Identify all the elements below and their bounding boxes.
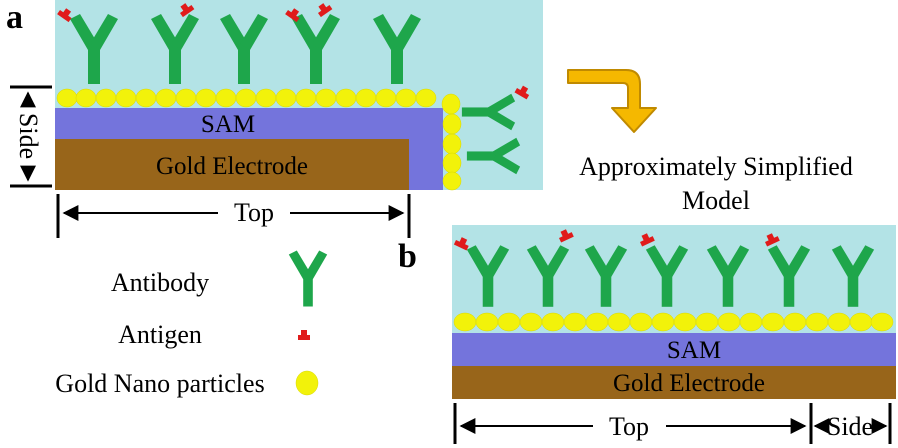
caption-line-1: Approximately Simplified	[579, 152, 853, 181]
gold-electrode-b	[452, 366, 896, 399]
antigens-b	[453, 229, 780, 251]
legend: Antibody Antigen Gold Nano particles	[55, 250, 328, 398]
sam-label-b: SAM	[667, 337, 721, 364]
legend-antibody-icon	[288, 250, 328, 307]
sam-label-a: SAM	[201, 111, 255, 138]
caption-line-2: Model	[682, 186, 750, 215]
side-label-b: Side	[827, 412, 873, 441]
gold-electrode-a	[55, 139, 409, 190]
panel-a: a SAM Gold Electrode Top Side	[6, 0, 543, 238]
legend-antigen-label: Antigen	[118, 320, 202, 349]
panel-b: b SAM Gold Electrode Top Side	[398, 225, 896, 444]
panel-letter-a: a	[6, 0, 23, 36]
legend-antigen-icon	[298, 330, 310, 340]
antigens-a	[57, 3, 530, 100]
legend-nanoparticle-label: Gold Nano particles	[55, 369, 264, 398]
simplification-arrow	[567, 69, 657, 133]
electrode-label-a: Gold Electrode	[156, 153, 308, 180]
nanoparticles-b	[453, 312, 894, 332]
dimensions-b	[453, 403, 892, 444]
top-label-a: Top	[234, 198, 274, 227]
side-label-a: Side	[14, 113, 43, 159]
top-label-b: Top	[609, 412, 649, 441]
electrode-label-b: Gold Electrode	[613, 370, 765, 397]
legend-nanoparticle-icon	[295, 370, 319, 396]
nanoparticles-a	[56, 88, 462, 191]
side-dimension-a	[10, 85, 52, 188]
sam-layer-b	[452, 333, 896, 366]
legend-antibody-label: Antibody	[111, 268, 209, 297]
top-dimension-a	[56, 194, 411, 238]
solution-region-b	[452, 225, 896, 333]
panel-letter-b: b	[398, 238, 417, 275]
